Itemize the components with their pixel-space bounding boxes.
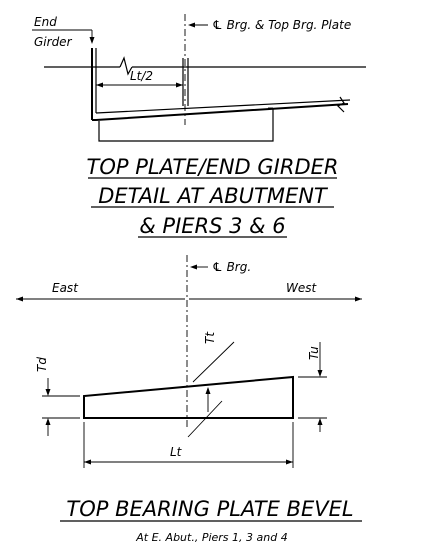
- top-bearing-plate-bevel-detail: ℄ Brg. East West Td Tu Tt: [16, 255, 362, 468]
- end-girder-label-line1: End: [34, 15, 57, 29]
- title1-line3: & PIERS 3 & 6: [139, 214, 285, 238]
- east-label: East: [52, 281, 79, 295]
- title-block-1: TOP PLATE/END GIRDER DETAIL AT ABUTMENT …: [87, 155, 339, 238]
- top-plate-end-girder-detail: End Girder ℄ Brg. & Top Brg. Plate Lt/2: [32, 14, 366, 142]
- title-block-2: TOP BEARING PLATE BEVEL At E. Abut., Pie…: [60, 497, 362, 544]
- lt-arrow-right: [286, 459, 293, 465]
- tt-leader-upper: [192, 341, 235, 383]
- lt-half-arrow-left: [96, 82, 103, 88]
- west-label: West: [286, 281, 318, 295]
- flange-break-symbol: [336, 96, 345, 113]
- lt-half-label: Lt/2: [130, 69, 153, 83]
- cl-brg-arrow: [190, 264, 197, 270]
- tt-arrow-top: [205, 387, 211, 394]
- td-label: Td: [35, 357, 49, 372]
- tu-arrow-top: [317, 370, 323, 377]
- bearing-plate-outline: [98, 108, 274, 142]
- end-girder-label-line2: Girder: [34, 35, 73, 49]
- bottom-flange-inner: [95, 99, 351, 114]
- tt-label: Tt: [203, 331, 217, 344]
- bottom-flange-outer: [92, 103, 349, 121]
- lt-label: Lt: [170, 445, 183, 459]
- lt-half-arrow-right: [176, 82, 183, 88]
- tu-arrow-bottom: [317, 418, 323, 425]
- title2-line1: TOP BEARING PLATE BEVEL: [66, 497, 353, 521]
- west-arrow-head: [355, 296, 362, 302]
- top-flange-break-symbol: [119, 56, 133, 76]
- beveled-bearing-plate: [83, 375, 294, 419]
- east-arrow-head: [16, 296, 23, 302]
- tt-leader-lower: [187, 400, 223, 438]
- cl-label-arrow: [188, 22, 195, 28]
- title1-line2: DETAIL AT ABUTMENT: [98, 184, 329, 208]
- cl-brg-label: ℄ Brg.: [212, 260, 251, 274]
- tu-label: Tu: [307, 346, 321, 360]
- td-arrow-top: [45, 389, 51, 396]
- cl-brg-top-plate-label: ℄ Brg. & Top Brg. Plate: [212, 18, 351, 32]
- title1-line1: TOP PLATE/END GIRDER: [87, 155, 339, 179]
- lt-arrow-left: [84, 459, 91, 465]
- end-girder-leader-arrow: [89, 37, 95, 44]
- td-arrow-bottom: [45, 418, 51, 425]
- title2-subtitle: At E. Abut., Piers 1, 3 and 4: [135, 531, 287, 544]
